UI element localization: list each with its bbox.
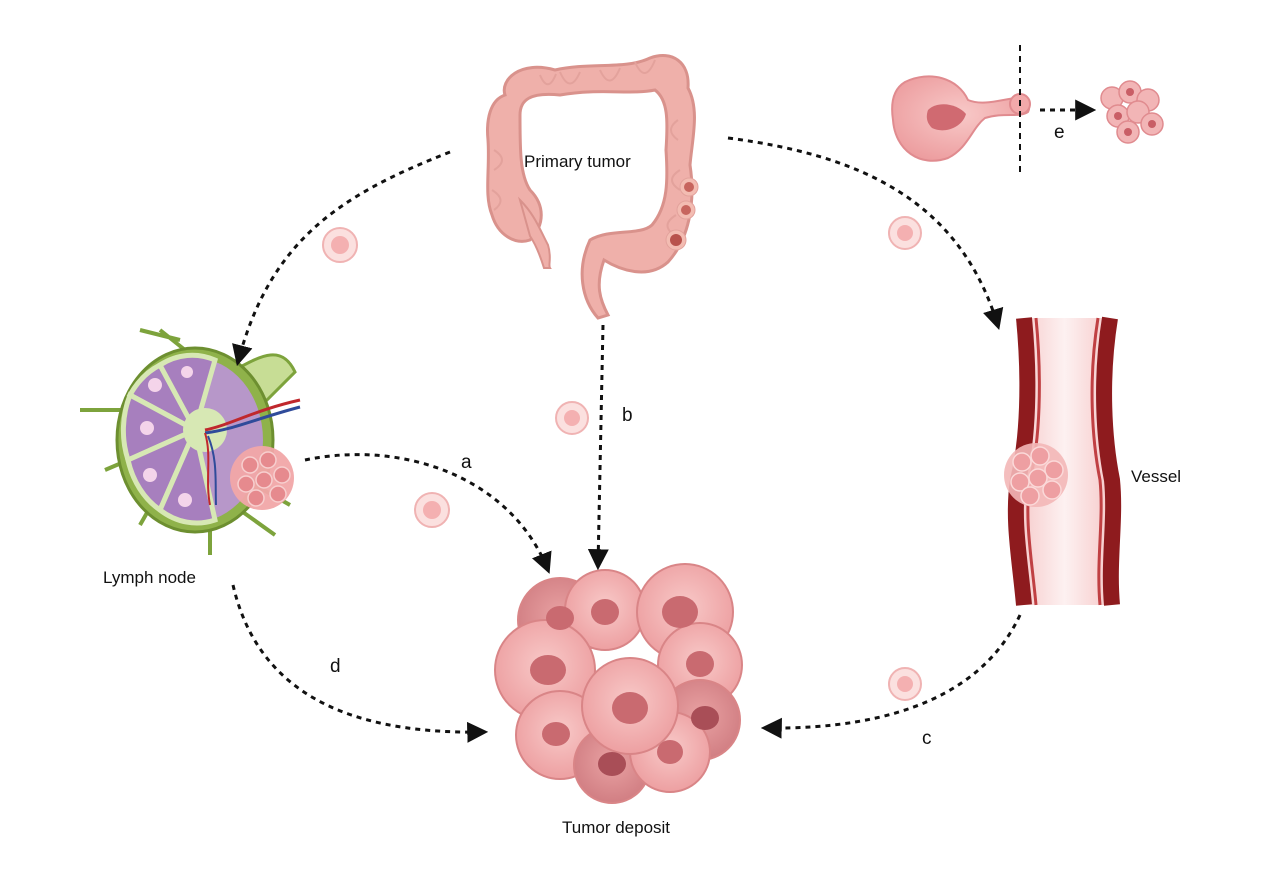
budding-cluster: [1100, 80, 1164, 144]
label-vessel: Vessel: [1131, 467, 1182, 486]
lymph-node-tumor-cluster: [230, 446, 294, 510]
arrow-primary-to-vessel: [727, 136, 1004, 331]
circulating-cell: [555, 401, 589, 435]
colon-illustration: [486, 54, 699, 320]
arrow-d-lymph-to-deposit: [231, 584, 489, 743]
pathway-label-b: b: [622, 405, 633, 426]
vessel-tumor-cluster: [1004, 443, 1068, 507]
pathway-label-d: d: [330, 656, 341, 677]
tumor-deposit-illustration: [494, 563, 743, 804]
circulating-cells: [322, 216, 922, 701]
pathway-label-c: c: [922, 728, 932, 749]
arrow-primary-to-lymph: [232, 150, 451, 367]
pathway-label-a: a: [461, 452, 472, 473]
circulating-cell: [414, 492, 450, 528]
lymph-node-illustration: [80, 328, 301, 555]
budding-illustration: [891, 45, 1164, 172]
label-tumor-deposit: Tumor deposit: [562, 818, 671, 837]
arrow-c-vessel-to-deposit: [760, 614, 1022, 739]
arrow-a-lymph-to-deposit: [304, 453, 552, 574]
circulating-cell: [322, 227, 358, 263]
label-primary-tumor: Primary tumor: [524, 152, 631, 171]
arrow-b-primary-to-deposit: [587, 324, 609, 571]
circulating-cell: [888, 216, 922, 250]
pathway-label-e: e: [1054, 122, 1065, 143]
colon-tumor-spots: [665, 177, 699, 251]
label-lymph-node: Lymph node: [103, 568, 196, 587]
vessel-illustration: [1004, 316, 1122, 606]
circulating-cell: [888, 667, 922, 701]
